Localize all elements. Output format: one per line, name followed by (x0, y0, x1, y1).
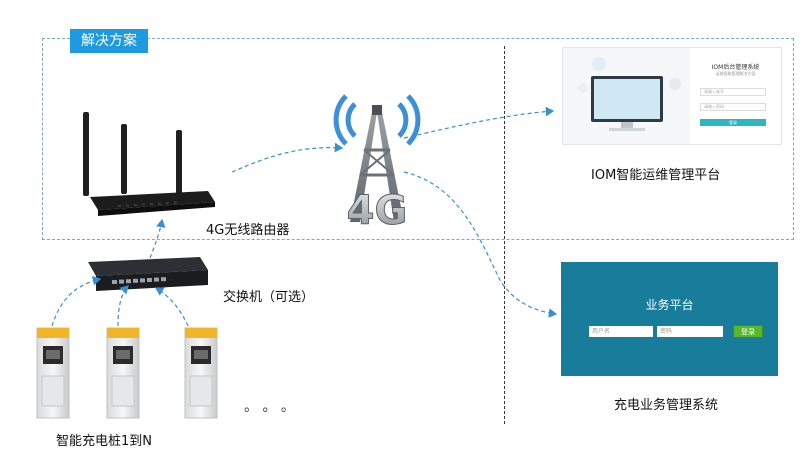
link-tower-biz (403, 171, 558, 318)
biz-caption: 充电业务管理系统 (614, 398, 719, 413)
biz-login-screenshot: 业务平台 用户名 密码 登录 (561, 262, 778, 376)
charger-icon (36, 327, 70, 419)
switch-icon (88, 257, 208, 291)
link-charger2-switch (117, 285, 129, 327)
iom-pass-field[interactable]: 请输入密码 (700, 103, 766, 111)
biz-username-input[interactable]: 用户名 (589, 326, 653, 337)
router-icon (83, 112, 215, 216)
monitor-icon (578, 57, 681, 131)
iom-panel-title: IOM后台管理系统 (711, 64, 760, 71)
router-label: 4G无线路由器 (206, 223, 290, 238)
iom-caption: IOM智能运维管理平台 (591, 168, 721, 183)
vertical-divider (504, 46, 505, 424)
biz-login-button[interactable]: 登录 (733, 325, 763, 338)
solution-region (42, 38, 794, 240)
ellipsis: 。 。 。 (244, 399, 295, 415)
cell-tower-icon: 4G (333, 94, 421, 235)
charger-icon (184, 327, 218, 419)
link-charger1-switch (51, 276, 102, 327)
chargers-label: 智能充电桩1到N (56, 434, 152, 449)
iom-panel-subtitle: 运维智能管理解决方案 (715, 71, 756, 76)
biz-panel-title: 业务平台 (645, 298, 694, 312)
iom-login-screenshot: IOM后台管理系统 运维智能管理解决方案 请输入账号 请输入密码 登录 (562, 47, 782, 145)
charger-icon (106, 327, 140, 419)
link-charger3-switch (154, 287, 189, 327)
switch-label: 交换机（可选） (223, 290, 315, 305)
link-router-tower (231, 142, 344, 173)
iom-login-form: IOM后台管理系统 运维智能管理解决方案 请输入账号 请输入密码 登录 (690, 48, 781, 144)
tower-4g-text: 4G (347, 188, 408, 234)
biz-password-input[interactable]: 密码 (657, 326, 723, 337)
link-tower-iom (403, 106, 555, 139)
iom-login-button[interactable]: 登录 (700, 119, 766, 126)
solution-tag: 解决方案 (70, 29, 148, 53)
iom-user-field[interactable]: 请输入账号 (700, 88, 766, 96)
link-switch-router (149, 218, 166, 259)
